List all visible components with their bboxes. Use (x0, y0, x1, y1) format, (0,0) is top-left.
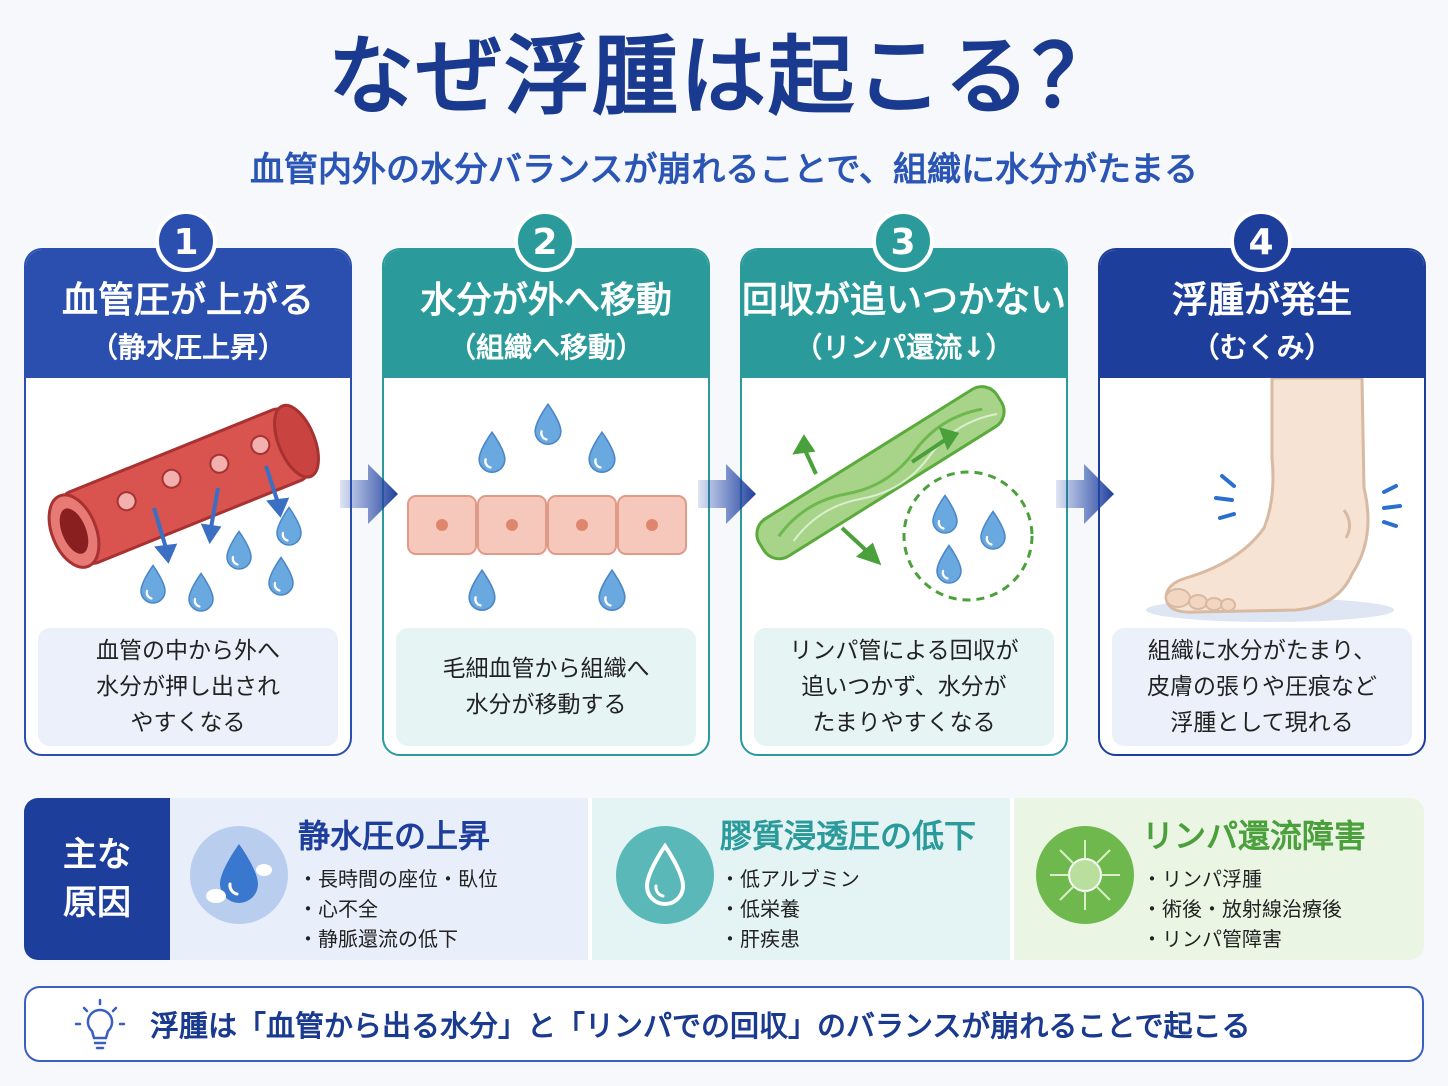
list-item: ・肝疾患 (720, 927, 800, 951)
cause-lymphatic: リンパ還流障害 ・リンパ浮腫 ・術後・放射線治療後 ・リンパ管障害 (1014, 798, 1424, 960)
step-2-card: 水分が外へ移動 （組織へ移動） 毛細血管から組織へ 水分が移動する (382, 248, 710, 756)
cause-oncotic: 膠質浸透圧の低下 ・低アルブミン ・低栄養 ・肝疾患 (592, 798, 1010, 960)
page-subtitle: 血管内外の水分バランスが崩れることで、組織に水分がたまる (250, 150, 1198, 190)
main-causes-label-line1: 主な (63, 835, 131, 875)
arrow-right-icon (698, 464, 756, 524)
step-4-description: 組織に水分がたまり、 皮膚の張りや圧痕など 浮腫として現れる (1112, 628, 1412, 746)
main-causes-label-line2: 原因 (63, 883, 131, 923)
lymph-node-icon (1036, 826, 1134, 924)
main-causes-label: 主な 原因 (24, 798, 170, 960)
step-3-card: 回収が追いつかない （リンパ還流↓） リンパ管による回収が 追いつかず、水分が … (740, 248, 1068, 756)
list-item: ・低アルブミン (720, 867, 860, 891)
cause-oncotic-list: ・低アルブミン ・低栄養 ・肝疾患 (720, 864, 860, 954)
step-1-description: 血管の中から外へ 水分が押し出され やすくなる (38, 628, 338, 746)
cause-hydrostatic-title: 静水圧の上昇 (298, 817, 491, 855)
step-4-badge: 4 (1230, 210, 1292, 272)
list-item: ・術後・放射線治療後 (1142, 897, 1342, 921)
step-3-subtitle: （リンパ還流↓） (794, 331, 1014, 364)
list-item: ・リンパ管障害 (1142, 927, 1282, 951)
drop-outline-icon (616, 826, 714, 924)
cause-oncotic-title: 膠質浸透圧の低下 (720, 817, 977, 855)
step-3-description: リンパ管による回収が 追いつかず、水分が たまりやすくなる (754, 628, 1054, 746)
step-3-title: 回収が追いつかない (742, 280, 1067, 321)
step-1-card: 血管圧が上がる （静水圧上昇） 血管の中から外へ 水分が押し出され やすくなる (24, 248, 352, 756)
arrow-right-icon (1056, 464, 1114, 524)
blood-vessel-leak-icon (47, 403, 320, 613)
cause-lymphatic-title: リンパ還流障害 (1142, 817, 1367, 855)
cause-hydrostatic-list: ・長時間の座位・臥位 ・心不全 ・静脈還流の低下 (298, 864, 498, 954)
step-4-card: 浮腫が発生 （むくみ） 組織に水分がたまり、 皮膚の張りや圧痕など 浮腫として現… (1098, 248, 1426, 756)
cause-lymphatic-list: ・リンパ浮腫 ・術後・放射線治療後 ・リンパ管障害 (1142, 864, 1342, 954)
arrow-right-icon (340, 464, 398, 524)
step-1-badge: 1 (155, 210, 217, 272)
step-4-subtitle: （むくみ） (1191, 331, 1333, 364)
step-4-title: 浮腫が発生 (1171, 280, 1352, 321)
summary-text: 浮腫は「血管から出る水分」と「リンパでの回収」のバランスが崩れることで起こる (150, 1009, 1251, 1043)
list-item: ・リンパ浮腫 (1142, 867, 1262, 891)
main-causes-panel: 主な 原因 静水圧の上昇 ・長時間の座位・臥位 ・心不全 ・静脈還流の低下 膠質… (24, 798, 1424, 960)
step-1-subtitle: （静水圧上昇） (89, 331, 286, 364)
step-3-badge: 3 (872, 210, 934, 272)
tissue-cells-water-icon (407, 402, 687, 612)
step-2-badge: 2 (514, 210, 576, 272)
swollen-foot-icon (1146, 378, 1402, 622)
summary-banner: 浮腫は「血管から出る水分」と「リンパでの回収」のバランスが崩れることで起こる (24, 986, 1424, 1062)
step-1-title: 血管圧が上がる (61, 280, 314, 321)
lightbulb-icon (74, 998, 126, 1050)
lymph-vessel-icon (755, 385, 1034, 602)
step-2-subtitle: （組織へ移動） (447, 331, 644, 364)
list-item: ・心不全 (298, 897, 378, 921)
step-2-title: 水分が外へ移動 (419, 280, 672, 321)
list-item: ・長時間の座位・臥位 (298, 867, 498, 891)
list-item: ・低栄養 (720, 897, 800, 921)
step-2-description: 毛細血管から組織へ 水分が移動する (396, 628, 696, 746)
page-title: なぜ浮腫は起こる？ (328, 27, 1120, 127)
list-item: ・静脈還流の低下 (298, 927, 458, 951)
step-2-header: 水分が外へ移動 （組織へ移動） (384, 250, 708, 378)
water-drop-icon (190, 826, 288, 924)
cause-hydrostatic: 静水圧の上昇 ・長時間の座位・臥位 ・心不全 ・静脈還流の低下 (170, 798, 588, 960)
